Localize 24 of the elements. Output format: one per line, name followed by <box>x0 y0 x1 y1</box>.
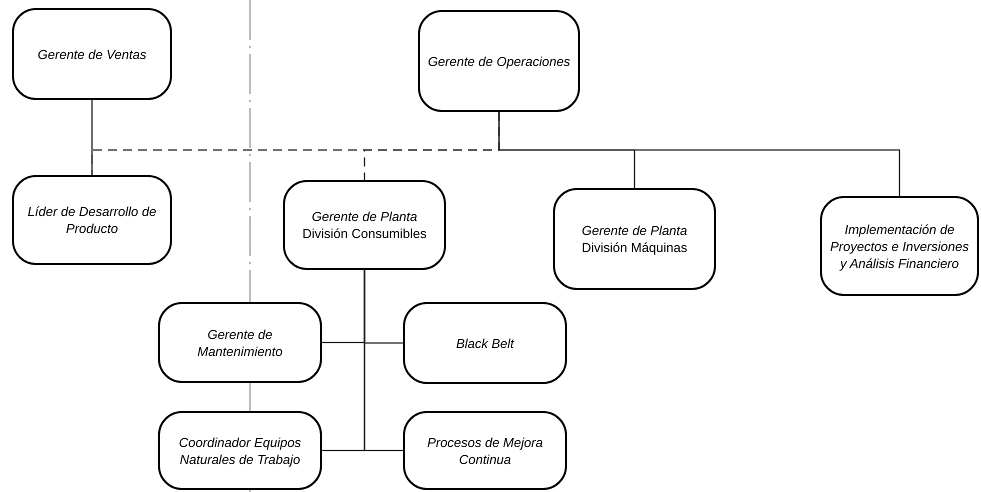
rounded-box <box>820 196 979 296</box>
role-title: Gerente de Mantenimiento <box>196 326 284 360</box>
rounded-box <box>553 188 716 290</box>
role-title: Gerente de Operaciones <box>428 52 570 70</box>
role-title: Coordinador Equipos Naturales de Trabajo <box>178 434 302 468</box>
connector-line <box>498 112 900 196</box>
rounded-box <box>283 180 446 270</box>
rounded-box <box>158 302 322 383</box>
role-title: Gerente de Planta <box>312 208 418 225</box>
rounded-box <box>403 411 567 490</box>
rounded-box <box>418 10 580 112</box>
role-title: Black Belt <box>456 334 514 352</box>
role-title: Gerente de Planta <box>582 222 688 239</box>
rounded-box <box>403 302 567 384</box>
connector-line <box>364 270 403 452</box>
role-title: Líder de Desarrollo de Producto <box>26 203 158 237</box>
role-title: Implementación de Proyectos e Inversiones y Análisis Financiero <box>829 220 970 272</box>
role-title: Procesos de Mejora Continua <box>426 434 544 468</box>
role-title: División Máquinas <box>582 239 688 256</box>
rounded-box <box>12 175 172 265</box>
rounded-box <box>12 8 172 100</box>
rounded-box <box>158 411 322 490</box>
role-title: Gerente de Ventas <box>38 46 146 62</box>
role-title: División Consumibles <box>302 225 427 242</box>
